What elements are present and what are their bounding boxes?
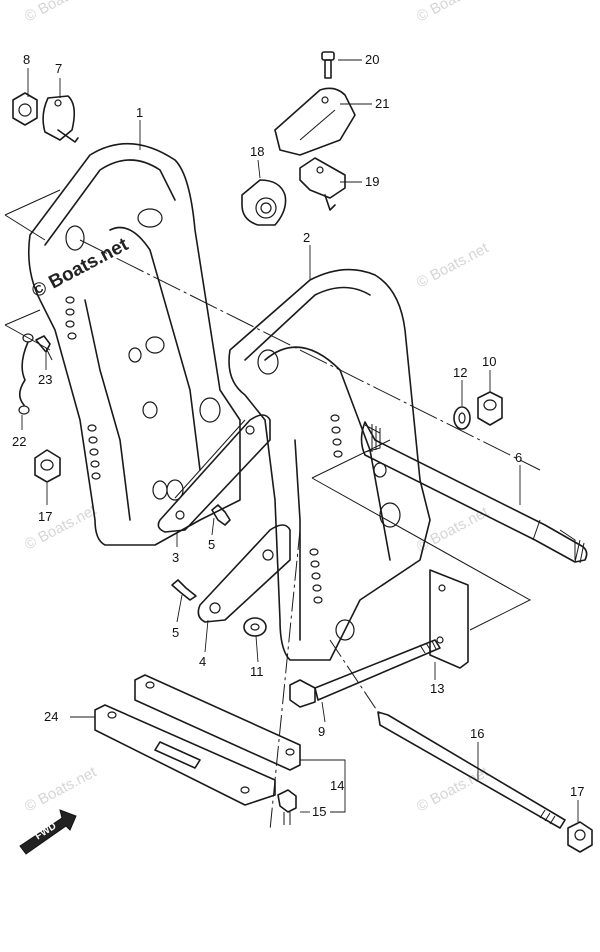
screw-20 (321, 51, 335, 79)
plate-lower (197, 524, 291, 623)
watermark: © Boats.net (414, 0, 492, 26)
leader-lines (21, 59, 579, 822)
clamp-bracket-left (27, 142, 241, 546)
block-14 (134, 674, 301, 771)
watermark: © Boats.net (414, 503, 492, 555)
bolt-16 (377, 711, 566, 829)
gasket-7 (42, 95, 79, 143)
watermark-main: © Boats.net (28, 234, 132, 303)
watermarks: © Boats.net © Boats.net © Boats.net © Bo… (22, 0, 492, 816)
bolt-15 (277, 789, 297, 825)
watermark: © Boats.net (22, 763, 100, 815)
watermark: © Boats.net (22, 501, 100, 553)
plate-13 (429, 569, 469, 669)
watermark: © Boats.net (414, 239, 492, 291)
adjust-holes (65, 296, 101, 480)
cover-21 (274, 87, 356, 156)
adjust-holes (309, 414, 343, 604)
nut-8 (12, 92, 38, 126)
nut-10 (477, 391, 503, 426)
watermark: © Boats.net (22, 0, 100, 26)
watermark: © Boats.net (414, 763, 492, 815)
screw-5-upper (211, 504, 231, 526)
bolt-9 (289, 639, 441, 708)
nut-17-left (34, 449, 61, 483)
washer-12 (453, 406, 471, 430)
clamp-bracket-right (228, 268, 431, 661)
nut-17-right (567, 821, 593, 853)
grommet-18 (241, 179, 287, 226)
plate-upper (157, 414, 271, 533)
screw-23 (35, 335, 53, 361)
bracket-19 (299, 157, 346, 211)
ground-wire-22 (18, 333, 34, 415)
washer-11 (243, 617, 267, 637)
block-24 (94, 704, 276, 806)
swivel-shaft (360, 421, 588, 564)
screw-5-lower (171, 579, 197, 601)
